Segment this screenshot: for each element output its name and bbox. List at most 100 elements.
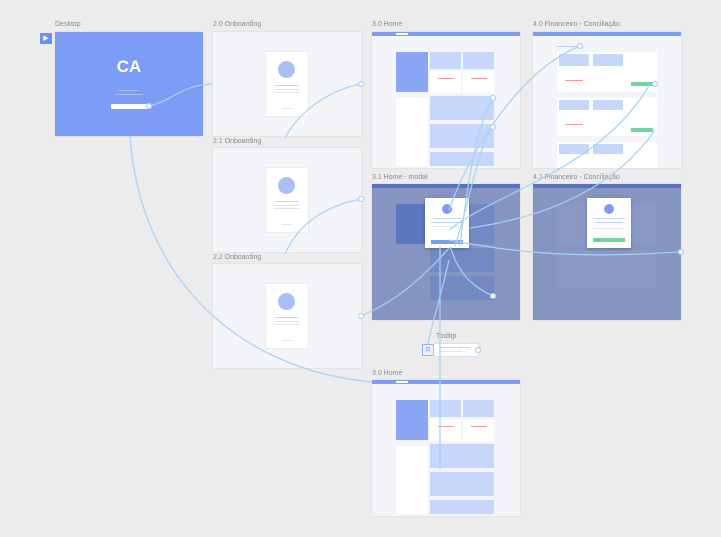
artboard-onboarding-22[interactable]	[213, 264, 361, 368]
link-hotspot	[357, 80, 365, 88]
modal-text-line	[593, 218, 625, 219]
onboarding-card	[266, 284, 308, 348]
link-hotspot	[474, 346, 482, 354]
artboard-home-30b[interactable]	[372, 380, 520, 516]
card-text-line	[274, 208, 300, 209]
link-fin40-home31	[469, 129, 656, 229]
link-onboarding20-home	[284, 83, 362, 139]
home-side-panel	[396, 98, 428, 166]
artboard-label-onboarding-20[interactable]: 2.0 Onboarding	[213, 21, 262, 28]
link-desktop-onboarding	[148, 83, 214, 107]
artboard-label-home-31[interactable]: 3.1 Home - modal	[372, 174, 428, 181]
link-home31-tooltip	[427, 259, 450, 345]
home-value-line	[471, 426, 487, 427]
tooltip-text-line	[440, 347, 470, 348]
link-home-fin41	[448, 83, 651, 231]
onboarding-card	[266, 52, 308, 116]
fin-tile	[559, 54, 589, 66]
desktop-text-line	[119, 90, 139, 91]
fin-tile	[593, 54, 623, 66]
link-home-fin40	[448, 45, 581, 211]
link-onboarding21-home	[284, 198, 362, 255]
card-text-line	[275, 201, 299, 202]
artboard-desktop[interactable]: CA	[55, 32, 203, 136]
home-stat-card	[430, 71, 461, 93]
fin-tile	[559, 100, 589, 110]
fin-approve-button[interactable]	[631, 128, 653, 132]
link-hotspot	[489, 94, 497, 102]
link-desktop-home30b	[129, 135, 373, 383]
modal-confirm-button[interactable]	[431, 240, 463, 244]
artboard-label-onboarding-22[interactable]: 2.2 Onboarding	[213, 254, 262, 261]
card-text-line	[274, 324, 300, 325]
card-text-line	[274, 92, 300, 93]
fin-value-line	[565, 124, 583, 125]
home-value-line	[471, 78, 487, 79]
link-hotspot	[357, 312, 365, 320]
modal-text-line	[431, 222, 463, 223]
link-hotspot	[489, 292, 497, 300]
desktop-text-line	[115, 94, 143, 95]
home-panel	[430, 500, 494, 514]
home-value-line	[438, 78, 454, 79]
link-home31-mid	[454, 126, 494, 247]
link-home31-fin41	[448, 239, 682, 256]
artboard-label-fin-40[interactable]: 4.0 Financeiro - Conciliação	[533, 21, 620, 28]
fin-tile	[593, 100, 623, 110]
link-home31-low	[449, 245, 494, 297]
card-text-line	[274, 321, 300, 322]
onboarding-card	[266, 168, 308, 232]
artboard-label-desktop[interactable]: Desktop	[55, 21, 81, 28]
home-tile	[463, 400, 494, 417]
fin-value-line	[565, 80, 583, 81]
onboarding-illustration	[278, 177, 295, 194]
modal-text-line	[595, 222, 623, 223]
artboard-label-fin-41[interactable]: 4.1 Financeiro - Conciliação	[533, 174, 620, 181]
card-text-line	[275, 317, 299, 318]
tooltip-text-line	[440, 351, 462, 352]
fin-title-line	[557, 46, 577, 47]
home-profile-block	[396, 52, 428, 92]
artboard-onboarding-20[interactable]	[213, 32, 361, 136]
home-stat-card	[463, 419, 494, 441]
link-hotspot	[677, 248, 685, 256]
card-text-line	[274, 89, 300, 90]
link-hotspot	[576, 42, 584, 50]
desktop-start-button[interactable]	[111, 104, 149, 109]
card-text-line	[282, 340, 292, 341]
fin-modal[interactable]	[587, 198, 631, 248]
home-header	[372, 380, 520, 384]
fin-row-card	[557, 98, 657, 136]
home-tile	[463, 52, 494, 69]
home-panel	[430, 444, 494, 468]
home-tile	[430, 52, 461, 69]
artboard-label-home-30[interactable]: 3.0 Home	[372, 21, 403, 28]
tooltip-icon[interactable]: ⊡	[422, 344, 434, 356]
artboard-fin-41[interactable]	[533, 184, 681, 320]
fin-row-card	[557, 52, 657, 92]
home-side-panel	[396, 446, 428, 514]
artboard-fin-40[interactable]	[533, 32, 681, 168]
home-stat-card	[463, 71, 494, 93]
artboard-label-tooltip[interactable]: Tooltip	[436, 333, 457, 340]
modal-icon	[442, 204, 452, 214]
home-stat-card	[430, 419, 461, 441]
fin-row-card	[557, 142, 657, 168]
artboard-onboarding-21[interactable]	[213, 148, 361, 252]
artboard-label-home-30b[interactable]: 3.0 Home	[372, 370, 403, 377]
card-text-line	[275, 85, 299, 86]
play-icon[interactable]: ▶	[40, 33, 52, 44]
modal-confirm-button[interactable]	[593, 238, 625, 242]
logo-text: CA	[116, 57, 142, 76]
card-text-line	[282, 224, 292, 225]
home-profile-block	[396, 400, 428, 440]
tooltip-artboard[interactable]	[434, 344, 478, 356]
artboard-label-onboarding-21[interactable]: 2.1 Onboarding	[213, 138, 262, 145]
fin-approve-button[interactable]	[631, 82, 653, 86]
home-header	[372, 32, 520, 36]
modal-text-line	[433, 226, 461, 227]
fin-header	[533, 32, 681, 36]
modal-text-line	[433, 218, 461, 219]
